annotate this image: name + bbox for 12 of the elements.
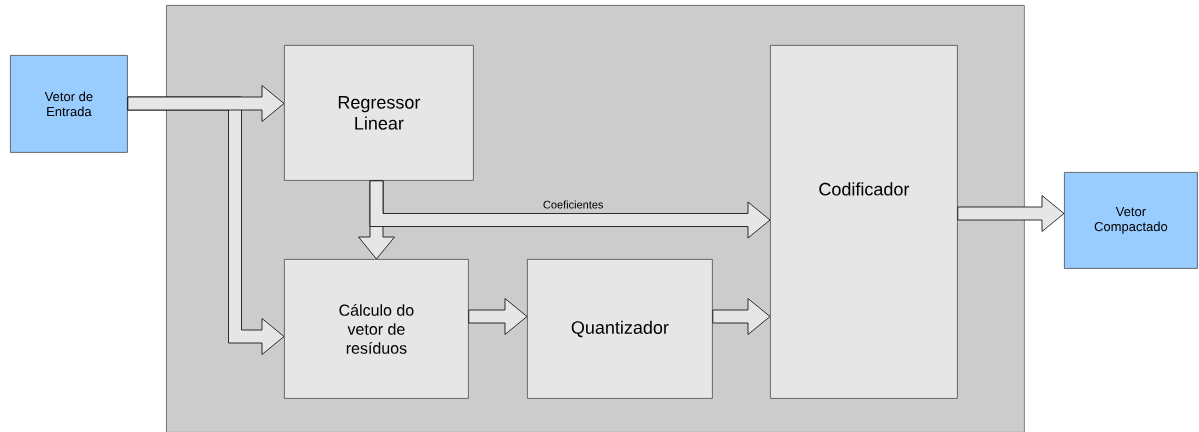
process-box: Vetor Compactado (1064, 172, 1198, 269)
block-arrow (957, 195, 1065, 232)
process-box: Cálculo do vetor de resíduos (284, 259, 469, 399)
process-box: Vetor de Entrada (10, 55, 128, 153)
block-arrow (369, 180, 771, 239)
process-box: Quantizador (527, 259, 713, 399)
block-arrow (468, 298, 528, 335)
edge-label: Coeficientes (541, 199, 605, 210)
process-box: Codificador (770, 45, 958, 399)
process-box: Regressor Linear (284, 45, 474, 181)
block-arrow (712, 298, 771, 335)
block-arrow (127, 85, 285, 122)
